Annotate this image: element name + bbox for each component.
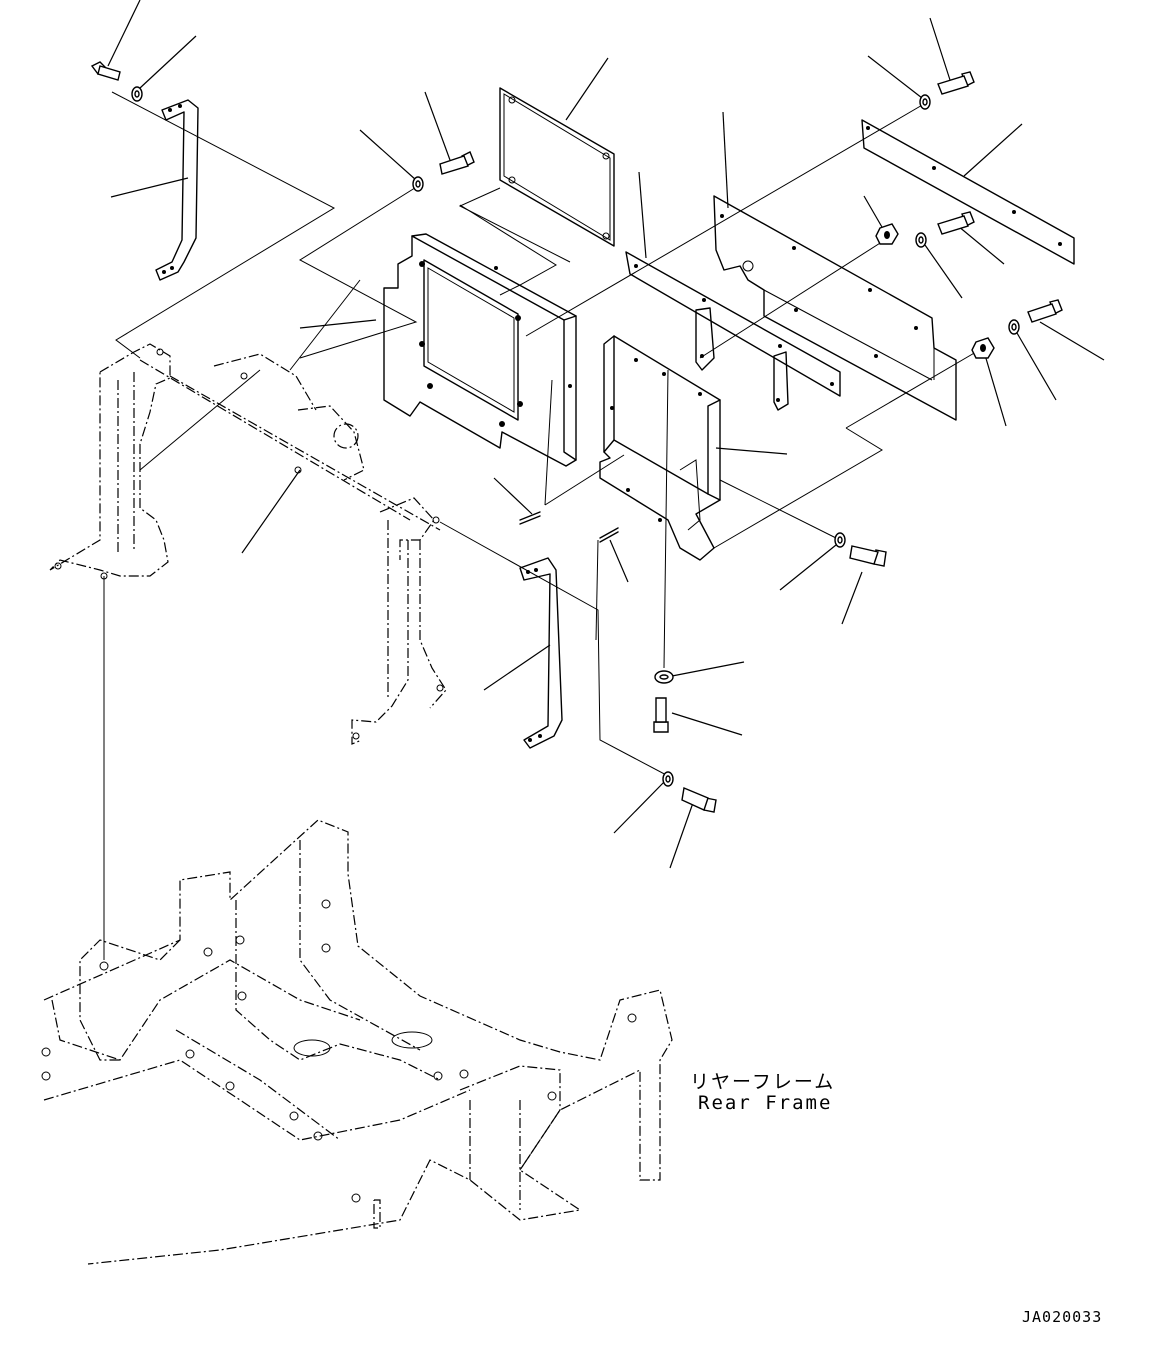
pin-icon	[519, 511, 541, 525]
bracket-strip	[625, 251, 841, 411]
mounting-frame	[49, 343, 447, 745]
bolt-icon	[653, 697, 669, 733]
bolt-icon	[849, 545, 887, 567]
washer-icon	[834, 532, 846, 548]
frame-box	[383, 233, 577, 467]
assembly-lines	[103, 91, 977, 960]
rear-frame	[41, 819, 673, 1265]
rear-frame-label-en: Rear Frame	[698, 1092, 833, 1114]
washer-icon	[412, 176, 424, 192]
rear-frame-label-jp: リヤーフレーム	[690, 1071, 836, 1093]
washer-icon	[131, 86, 143, 102]
drawing-code: JA020033	[1022, 1308, 1103, 1326]
washer-icon	[915, 232, 927, 248]
guard-panel	[713, 195, 957, 421]
bolt-icon	[90, 61, 121, 81]
bolt-icon	[1027, 299, 1063, 323]
stay-rod-lower	[519, 557, 563, 749]
washer-icon	[662, 771, 674, 787]
bolt-icon	[439, 151, 475, 175]
cover-plate	[499, 87, 615, 247]
leader-lines	[107, 0, 1105, 869]
washer-icon	[1008, 319, 1020, 335]
pin-icon	[599, 527, 619, 543]
bolt-icon	[937, 211, 975, 235]
nut-icon	[971, 337, 995, 359]
bolt-icon	[937, 71, 975, 95]
nut-icon	[875, 223, 899, 245]
bolt-icon	[681, 787, 717, 813]
washer-icon	[654, 670, 674, 684]
washer-icon	[919, 94, 931, 110]
upper-bar	[861, 119, 1075, 265]
stay-rod-upper	[155, 99, 199, 281]
side-case	[599, 335, 721, 561]
